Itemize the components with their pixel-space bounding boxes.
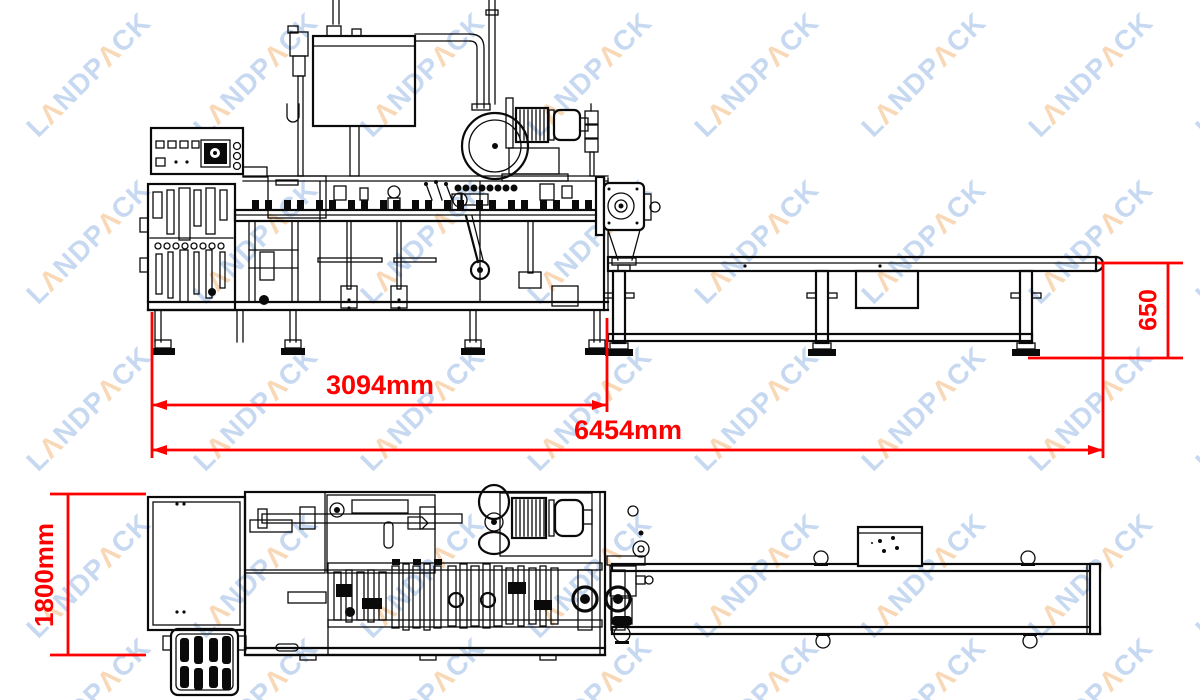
dimension-machine-length: 3094mm — [150, 312, 609, 458]
bag-rail — [233, 175, 610, 223]
liquid-tank — [286, 0, 417, 177]
dimension-machine-width: 1800mm — [29, 492, 146, 657]
side-elevation-view — [139, 0, 1105, 356]
total-length-label: 6454mm — [574, 415, 682, 445]
conveyor-height-label: 650 — [1135, 289, 1163, 331]
pump-motor — [501, 97, 589, 182]
plan-view — [146, 483, 1102, 697]
conveyor-gearmotor-plan — [606, 555, 654, 644]
machine-width-label: 1800mm — [29, 523, 59, 627]
piping — [414, 0, 499, 111]
film-unwinder — [139, 187, 234, 303]
film-mech-plan — [162, 627, 247, 697]
dimension-conveyor-height: 650 — [1028, 261, 1183, 360]
discharge-conveyor-side — [603, 255, 1105, 356]
machine-frame — [146, 175, 610, 355]
signal-tower — [584, 103, 599, 177]
cabinet-plan — [146, 495, 247, 632]
gear-motor — [594, 175, 661, 272]
machine-feet — [151, 339, 609, 355]
conveyor-plan — [606, 525, 1102, 649]
stations-plan — [243, 559, 632, 661]
conveyor-legs — [603, 269, 1042, 356]
motor-plan — [499, 492, 650, 558]
dimension-annotations: 3094mm 6454mm 650 1800mm — [29, 261, 1183, 657]
dimension-total-length: 6454mm — [152, 262, 1105, 458]
bag-clamps — [252, 200, 592, 210]
machine-length-label: 3094mm — [326, 370, 434, 400]
control-panel — [149, 126, 268, 178]
pump-plan — [477, 483, 511, 556]
hmi-screen — [200, 139, 231, 168]
filling-stations — [248, 180, 579, 310]
electrical-box — [856, 525, 924, 568]
